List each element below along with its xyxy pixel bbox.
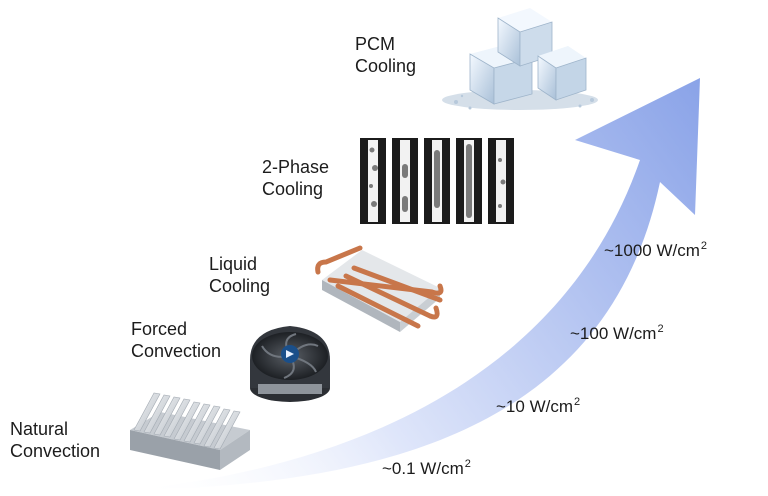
label-line: 2-Phase (262, 157, 330, 177)
label-liquid-cooling: Liquid Cooling (209, 253, 270, 297)
label-line: Natural (10, 419, 69, 439)
flux-unit: W/cm (613, 324, 657, 343)
label-line: Liquid (209, 254, 258, 274)
flux-unit: W/cm (656, 241, 700, 260)
flux-label-0-1: ~0.1 W/cm2 (382, 458, 471, 479)
label-line: Cooling (262, 179, 324, 199)
label-forced-convection: Forced Convection (131, 318, 221, 362)
boiling-channels-icon (360, 138, 514, 224)
cpu-fan-icon (250, 326, 330, 402)
label-pcm-cooling: PCM Cooling (355, 33, 416, 77)
flux-exponent: 2 (464, 458, 471, 470)
label-two-phase-cooling: 2-Phase Cooling (262, 156, 329, 200)
label-line: PCM (355, 34, 395, 54)
flux-value: ~1000 (604, 241, 652, 260)
label-line: Forced (131, 319, 188, 339)
label-line: Convection (131, 341, 222, 361)
ice-cubes-icon (442, 8, 598, 110)
label-line: Convection (10, 441, 101, 461)
label-natural-convection: Natural Convection (10, 418, 100, 462)
label-line: Cooling (355, 56, 417, 76)
growth-arrow (130, 78, 700, 490)
flux-label-10: ~10 W/cm2 (496, 396, 580, 417)
flux-label-100: ~100 W/cm2 (570, 323, 664, 344)
flux-exponent: 2 (574, 396, 581, 408)
flux-value: ~10 (496, 397, 525, 416)
label-line: Cooling (209, 276, 271, 296)
flux-unit: W/cm (420, 459, 464, 478)
flux-exponent: 2 (700, 240, 708, 252)
heatsink-icon (130, 392, 250, 470)
flux-label-1000: ~1000 W/cm2 (604, 240, 707, 261)
flux-value: ~0.1 (382, 459, 416, 478)
flux-unit: W/cm (529, 397, 574, 416)
flux-exponent: 2 (657, 323, 664, 335)
flux-value: ~100 (570, 324, 609, 343)
cold-plate-icon (315, 245, 444, 332)
